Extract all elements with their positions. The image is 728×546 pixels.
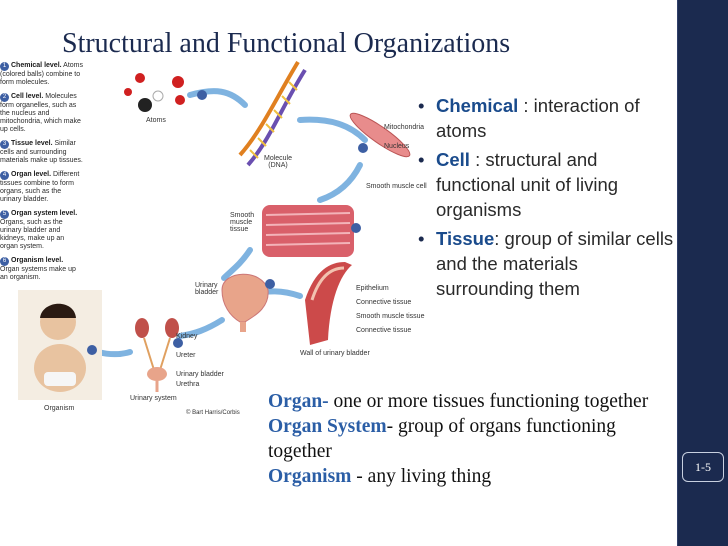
label-ureter: Ureter [176, 352, 196, 359]
slide-title: Structural and Functional Organizations [62, 28, 511, 59]
label-smooth-muscle-tissue-2: Smooth muscle tissue [356, 313, 425, 320]
smooth-muscle-cell-illustration [349, 112, 411, 158]
label-connective-tissue-2: Connective tissue [356, 327, 412, 334]
label-molecule: Molecule (DNA) [263, 155, 292, 169]
definition-item: Organ- one or more tissues functioning t… [268, 391, 649, 412]
label-urinary-bladder-2: Urinary bladder [176, 371, 224, 378]
label-organism: Organism [44, 405, 75, 412]
urinary-bladder-illustration [221, 273, 269, 332]
label-urethra: Urethra [176, 381, 200, 388]
bullet-item: Chemical : interaction of atoms [418, 93, 680, 143]
smooth-muscle-tissue-illustration [262, 205, 354, 257]
urinary-system-illustration [135, 318, 179, 392]
label-kidney: Kidney [176, 333, 198, 340]
definition-item: Organ System- group of organs functionin… [268, 416, 616, 462]
definition-item: Organism - any living thing [268, 466, 492, 487]
label-urinary-bladder: Urinary bladder [195, 282, 219, 296]
atoms-illustration [124, 73, 185, 112]
page-number: 1-5 [682, 452, 724, 482]
label-urinary-system: Urinary system [130, 395, 177, 402]
dna-illustration [238, 60, 307, 167]
bullet-item: Tissue: group of similar cells and the m… [418, 226, 680, 301]
label-smooth-muscle-tissue: Smooth muscle tissue [230, 212, 255, 233]
label-connective-tissue: Connective tissue [356, 299, 412, 306]
label-mitochondria: Mitochondria [384, 124, 425, 131]
label-smooth-muscle-cell: Smooth muscle cell [366, 183, 427, 190]
label-atoms: Atoms [146, 117, 166, 124]
label-epithelium: Epithelium [356, 285, 389, 292]
label-wall-of-bladder: Wall of urinary bladder [300, 350, 370, 357]
bladder-wall-illustration [305, 262, 352, 345]
organization-figure [18, 60, 411, 400]
label-nucleus: Nucleus [384, 143, 410, 150]
organism-photo [18, 290, 102, 400]
bullet-item: Cell : structural and functional unit of… [418, 147, 680, 222]
definitions-block: Organ- one or more tissues functioning t… [268, 389, 678, 489]
photo-credit: © Bart Harris/Corbis [186, 410, 240, 416]
bullet-list: Chemical : interaction of atoms Cell : s… [418, 93, 680, 305]
